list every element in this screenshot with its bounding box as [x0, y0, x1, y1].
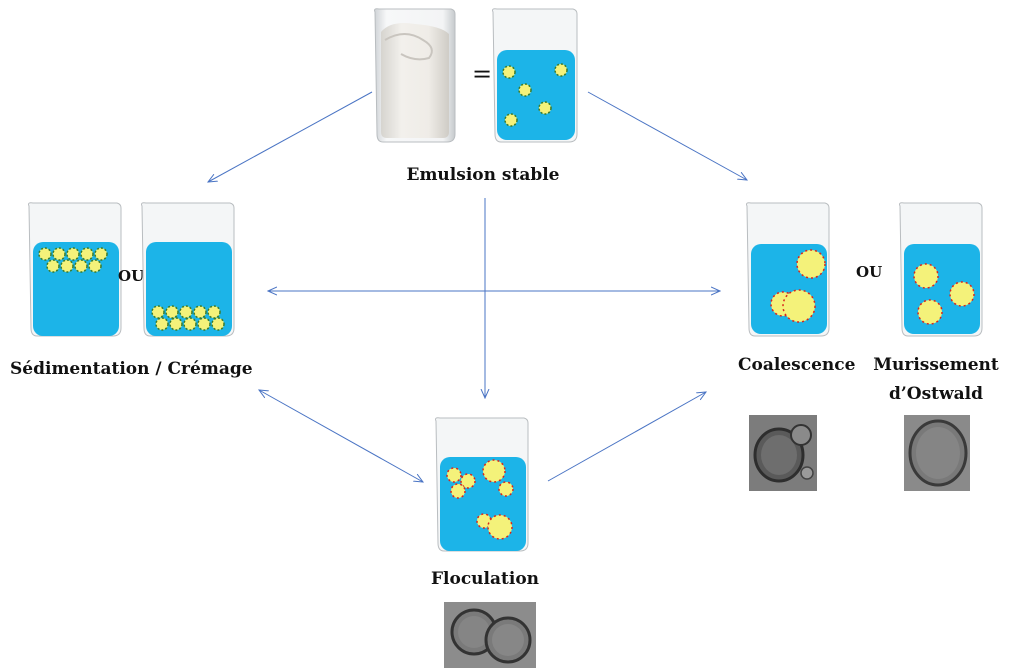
glass-beaker-icon [899, 202, 983, 337]
label-floculation: Floculation [430, 569, 540, 589]
sedimentation-beaker [138, 200, 238, 340]
surfactant-droplet-icon [770, 249, 826, 323]
glass-beaker-icon [435, 417, 529, 552]
label-ou-right: OU [856, 263, 883, 281]
arrow-stable-to-coalescence [587, 91, 747, 180]
micrograph-photo [444, 602, 536, 668]
arrow-sedimentation-floculation [259, 390, 423, 482]
micrograph-photo [749, 415, 817, 491]
coalescence-beaker [743, 200, 833, 340]
arrow-floculation-to-coalescence [547, 392, 706, 482]
label-ostwald-line2: d’Ostwald [888, 384, 984, 404]
floculation-beaker [432, 415, 532, 555]
surfactant-droplet-icon [151, 305, 225, 331]
ostwald-beaker [896, 200, 986, 340]
glass-beaker-icon [141, 202, 235, 337]
creaming-beaker [25, 200, 125, 340]
arrow-stable-to-sedimentation [208, 91, 373, 182]
label-coalescence: Coalescence [738, 355, 856, 375]
micrograph-floculation [444, 602, 536, 668]
surfactant-droplet-icon [502, 63, 568, 127]
micrograph-ostwald [904, 415, 970, 491]
yogurt-beaker [371, 6, 459, 146]
surfactant-droplet-icon [38, 247, 108, 273]
micrograph-photo [904, 415, 970, 491]
glass-beaker-icon [746, 202, 830, 337]
label-sedimentation: Sédimentation / Crémage [10, 359, 253, 379]
label-emulsion-stable: Emulsion stable [406, 165, 560, 185]
equals-sign: = [472, 60, 493, 88]
yogurt-beaker-icon [374, 8, 456, 143]
micrograph-coalescence [749, 415, 817, 491]
glass-beaker-icon [28, 202, 122, 337]
glass-beaker-icon [492, 8, 578, 143]
surfactant-droplet-icon [913, 263, 975, 325]
stable-emulsion-beaker [489, 6, 581, 146]
label-ou-left: OU [118, 267, 145, 285]
surfactant-droplet-icon [446, 459, 514, 540]
label-ostwald-line1: Murissement [873, 355, 999, 375]
